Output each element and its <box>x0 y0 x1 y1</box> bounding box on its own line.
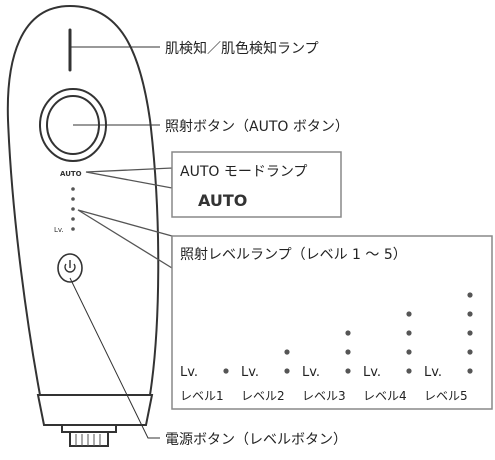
level-columns: Lv. レベル1 Lv. レベル2 Lv. レベル3 Lv. レベル4 Lv. レベル5 <box>180 292 473 403</box>
device-level-dot <box>71 197 75 201</box>
level-dot <box>467 368 473 374</box>
callout-power-button: 電源ボタン（レベルボタン） <box>165 432 347 448</box>
power-icon <box>64 260 76 273</box>
device-outline <box>6 4 160 396</box>
level-column: Lv. レベル1 <box>180 365 229 403</box>
device-connector <box>61 425 117 447</box>
level-lamp-box <box>171 235 493 410</box>
level-caption: レベル5 <box>424 389 468 403</box>
callout-skin-lamp: 肌検知／肌色検知ランプ <box>165 40 319 57</box>
level-prefix: Lv. <box>241 365 259 380</box>
level-prefix: Lv. <box>302 365 320 380</box>
level-column: Lv. レベル2 <box>241 349 290 403</box>
callout-level-lamp: 照射レベルランプ（レベル 1 ～ 5） <box>180 247 407 263</box>
level-dot <box>284 349 290 355</box>
auto-mode-box <box>171 151 342 218</box>
level-dot <box>467 292 473 298</box>
level-caption: レベル3 <box>302 389 346 403</box>
level-dot <box>467 349 473 355</box>
level-dot <box>345 330 351 336</box>
level-dot <box>406 349 412 355</box>
level-prefix: Lv. <box>363 365 381 380</box>
level-caption: レベル1 <box>180 389 224 403</box>
level-column: Lv. レベル4 <box>363 311 412 403</box>
device-level-dot <box>71 207 75 211</box>
device-level-dot <box>71 227 75 231</box>
device-level-dot <box>71 187 75 191</box>
auto-mode-display: AUTO <box>198 191 247 210</box>
level-dot <box>467 311 473 317</box>
device-body <box>6 4 160 447</box>
level-dot <box>406 311 412 317</box>
level-column: Lv. レベル3 <box>302 330 351 403</box>
level-dot <box>406 330 412 336</box>
level-caption: レベル2 <box>241 389 285 403</box>
level-dot <box>345 349 351 355</box>
level-dot <box>345 368 351 374</box>
device-level-dots <box>71 187 75 231</box>
level-column: Lv. レベル5 <box>424 292 473 403</box>
device-lv-label: Lv. <box>54 226 64 234</box>
callout-irradiation-button: 照射ボタン（AUTO ボタン） <box>165 119 349 135</box>
level-prefix: Lv. <box>424 365 442 380</box>
level-dot <box>284 368 290 374</box>
level-prefix: Lv. <box>180 365 198 380</box>
callout-auto-mode-lamp: AUTO モードランプ <box>180 164 307 180</box>
device-auto-label: AUTO <box>60 170 82 178</box>
level-caption: レベル4 <box>363 389 407 403</box>
device-level-dot <box>71 217 75 221</box>
device-base <box>36 394 154 426</box>
level-dot <box>467 330 473 336</box>
level-dot <box>406 368 412 374</box>
level-dot <box>223 368 229 374</box>
leader-power <box>69 277 160 439</box>
